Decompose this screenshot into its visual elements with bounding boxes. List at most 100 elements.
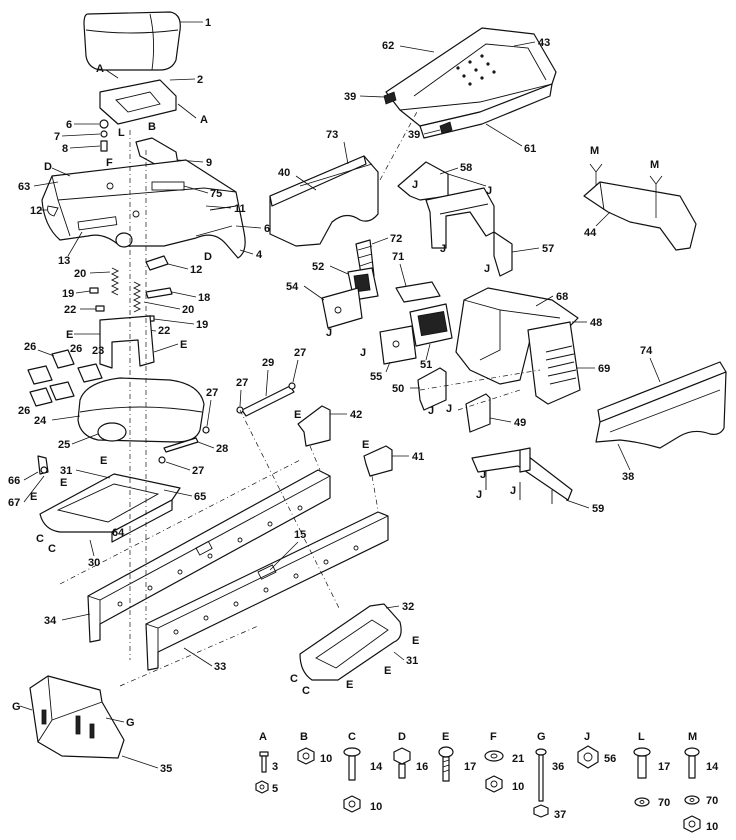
- ref-G-1: G: [12, 701, 21, 713]
- seat-pan-part: [99, 79, 177, 125]
- ref-M-1: M: [590, 145, 599, 157]
- washer-icon: [634, 797, 650, 807]
- ref-A-2: A: [200, 114, 208, 126]
- spring-20a-part: [110, 267, 120, 296]
- nut-icon: [683, 815, 701, 833]
- callout-32: 32: [402, 601, 414, 613]
- hw-F-part-1: 21: [512, 753, 524, 765]
- hw-letter-J: J: [584, 731, 590, 743]
- ref-J-7: J: [428, 405, 434, 417]
- hood-part: [383, 27, 557, 139]
- clip-27d-part: [158, 456, 166, 464]
- callout-24: 24: [34, 415, 47, 427]
- hw-C-part-1: 14: [370, 761, 383, 773]
- washer-icon: [684, 795, 700, 805]
- ref-M-2: M: [650, 159, 659, 171]
- callout-44: 44: [584, 227, 597, 239]
- callout-43: 43: [538, 37, 550, 49]
- callout-41: 41: [412, 451, 424, 463]
- ref-J-3: J: [440, 243, 446, 255]
- side-panel-right-part: [595, 361, 727, 449]
- ref-L-1: L: [118, 127, 125, 139]
- hex-bolt-icon: [393, 747, 411, 779]
- nut-icon: [533, 804, 549, 818]
- bracket-50-part: [417, 367, 447, 411]
- callout-22a: 22: [64, 304, 76, 316]
- shoulder-bolt-icon: [633, 747, 651, 779]
- callout-20a: 20: [74, 268, 86, 280]
- callout-27b: 27: [236, 377, 248, 389]
- ref-C-2: C: [48, 543, 56, 555]
- lock-nut-icon: [297, 747, 315, 765]
- bracket-59-part: [471, 447, 573, 504]
- hw-letter-M: M: [688, 731, 697, 743]
- front-plate-35-part: [29, 675, 125, 759]
- ref-D-1: D: [44, 161, 52, 173]
- callout-68: 68: [556, 291, 568, 303]
- callout-50: 50: [392, 383, 404, 395]
- ref-J-6: J: [360, 347, 366, 359]
- nut-icon: [255, 780, 269, 794]
- screw-icon: [438, 746, 454, 782]
- ref-G-2: G: [126, 717, 135, 729]
- callout-38: 38: [622, 471, 634, 483]
- callout-65: 65: [194, 491, 206, 503]
- callout-2: 2: [197, 74, 203, 86]
- bolt-icon: [259, 751, 269, 773]
- hw-C-part-2: 10: [370, 801, 382, 813]
- callout-31a: 31: [60, 465, 72, 477]
- frame-rail-34-part: [87, 469, 331, 643]
- hw-L-part-1: 17: [658, 761, 670, 773]
- spring-20b-part: [132, 281, 142, 313]
- hw-L-part-2: 70: [658, 797, 670, 809]
- bracket-41-part: [363, 445, 393, 477]
- ref-J-2: J: [412, 179, 418, 191]
- ref-E-9: E: [384, 665, 391, 677]
- clip-12-part: [145, 255, 169, 271]
- ref-A-1: A: [96, 63, 104, 75]
- washer-6-part: [99, 119, 109, 129]
- clip-27a-part: [288, 382, 296, 390]
- callout-22b: 22: [158, 325, 170, 337]
- pin-22a-part: [95, 305, 105, 312]
- ref-J-10: J: [476, 489, 482, 501]
- bracket-42-part: [297, 405, 331, 447]
- hw-letter-G: G: [537, 731, 546, 743]
- hw-J-part-1: 56: [604, 753, 616, 765]
- panel-44-part: [583, 181, 697, 251]
- washer-7-part: [100, 130, 108, 138]
- callout-31b: 31: [406, 655, 418, 667]
- callout-13: 13: [58, 255, 70, 267]
- callout-48: 48: [590, 317, 602, 329]
- ref-J-9: J: [480, 469, 486, 481]
- ref-J-11: J: [510, 485, 516, 497]
- callout-64: 64: [112, 527, 125, 539]
- side-panel-left-part: [269, 155, 379, 247]
- ref-E-1: E: [66, 329, 73, 341]
- hw-D-part-1: 16: [416, 761, 428, 773]
- callout-57: 57: [542, 243, 554, 255]
- callout-11: 11: [234, 203, 246, 215]
- callout-4: 4: [256, 249, 263, 261]
- callout-27d: 27: [192, 465, 204, 477]
- callout-58: 58: [460, 162, 472, 174]
- ref-B-1: B: [148, 121, 156, 133]
- callout-62: 62: [382, 40, 394, 52]
- hw-letter-L: L: [638, 731, 645, 743]
- callout-69: 69: [598, 363, 610, 375]
- callout-27c: 27: [206, 387, 218, 399]
- callout-66: 66: [8, 475, 20, 487]
- ref-C-3: C: [290, 673, 298, 685]
- callout-30: 30: [88, 557, 100, 569]
- ref-F-1: F: [106, 157, 113, 169]
- hw-F-part-2: 10: [512, 781, 524, 793]
- ref-J-1: J: [486, 185, 492, 197]
- footrest-left-part: [39, 473, 181, 543]
- callout-12a: 12: [30, 205, 42, 217]
- callout-1: 1: [205, 17, 211, 29]
- carriage-bolt-icon: [684, 747, 700, 779]
- callout-7: 7: [54, 131, 60, 143]
- callout-40: 40: [278, 167, 290, 179]
- ref-J-5: J: [326, 327, 332, 339]
- callout-59: 59: [592, 503, 604, 515]
